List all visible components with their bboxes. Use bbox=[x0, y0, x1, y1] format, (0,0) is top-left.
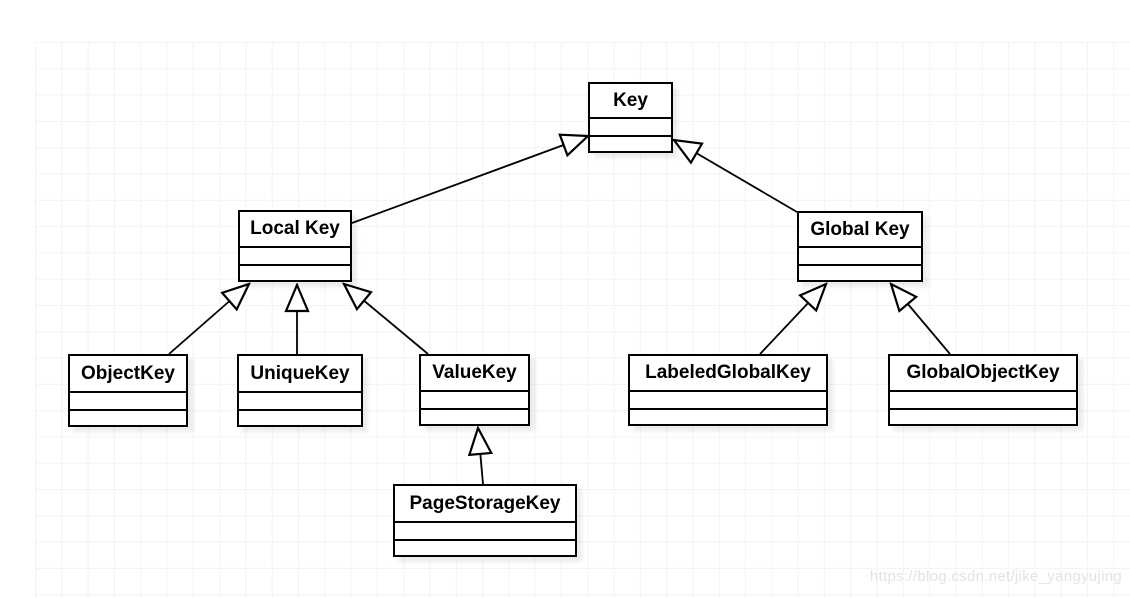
generalization-arrow-localkey-to-key bbox=[351, 136, 588, 224]
class-name: Local Key bbox=[250, 218, 340, 239]
generalization-arrow-pagestoragekey-to-valuekey bbox=[478, 428, 483, 485]
class-name: Global Key bbox=[810, 218, 910, 240]
class-attributes-compartment bbox=[395, 521, 575, 539]
class-attributes-compartment bbox=[630, 390, 826, 408]
class-box-globalobjectkey: GlobalObjectKey bbox=[888, 354, 1078, 426]
class-box-global-key: Global Key bbox=[797, 211, 923, 282]
class-operations-compartment bbox=[890, 408, 1076, 424]
class-attributes-compartment bbox=[239, 391, 361, 409]
class-operations-compartment bbox=[395, 539, 575, 555]
class-box-labeledglobalkey: LabeledGlobalKey bbox=[628, 354, 828, 426]
generalization-arrow-globalkey-to-key bbox=[674, 140, 798, 213]
class-name: GlobalObjectKey bbox=[906, 362, 1060, 383]
class-name: UniqueKey bbox=[250, 362, 350, 384]
class-attributes-compartment bbox=[590, 117, 671, 135]
generalization-arrow-valuekey-to-localkey bbox=[344, 284, 429, 355]
class-box-local-key: Local Key bbox=[238, 210, 352, 282]
generalization-arrow-labeledglobalkey-to-globalkey bbox=[759, 284, 826, 355]
class-operations-compartment bbox=[421, 408, 528, 424]
class-attributes-compartment bbox=[70, 391, 186, 409]
class-name: Key bbox=[613, 89, 648, 111]
class-box-valuekey: ValueKey bbox=[419, 354, 530, 426]
class-name: ValueKey bbox=[432, 362, 517, 383]
class-operations-compartment bbox=[630, 408, 826, 424]
class-attributes-compartment bbox=[240, 246, 350, 264]
class-name: LabeledGlobalKey bbox=[645, 362, 811, 383]
class-name: PageStorageKey bbox=[409, 492, 561, 514]
class-attributes-compartment bbox=[421, 390, 528, 408]
class-name: ObjectKey bbox=[81, 362, 175, 384]
class-operations-compartment bbox=[590, 135, 671, 151]
class-operations-compartment bbox=[70, 409, 186, 425]
class-box-objectkey: ObjectKey bbox=[68, 354, 188, 427]
generalization-arrow-globalobjectkey-to-globalkey bbox=[891, 284, 951, 355]
class-box-key: Key bbox=[588, 82, 673, 153]
class-box-pagestoragekey: PageStorageKey bbox=[393, 484, 577, 557]
generalization-arrow-objectkey-to-localkey bbox=[168, 284, 249, 355]
class-operations-compartment bbox=[240, 264, 350, 280]
class-operations-compartment bbox=[239, 409, 361, 425]
watermark-text: https://blog.csdn.net/jike_yangyujing bbox=[869, 568, 1122, 585]
class-attributes-compartment bbox=[799, 246, 921, 264]
class-operations-compartment bbox=[799, 264, 921, 280]
class-box-uniquekey: UniqueKey bbox=[237, 354, 363, 427]
class-attributes-compartment bbox=[890, 390, 1076, 408]
